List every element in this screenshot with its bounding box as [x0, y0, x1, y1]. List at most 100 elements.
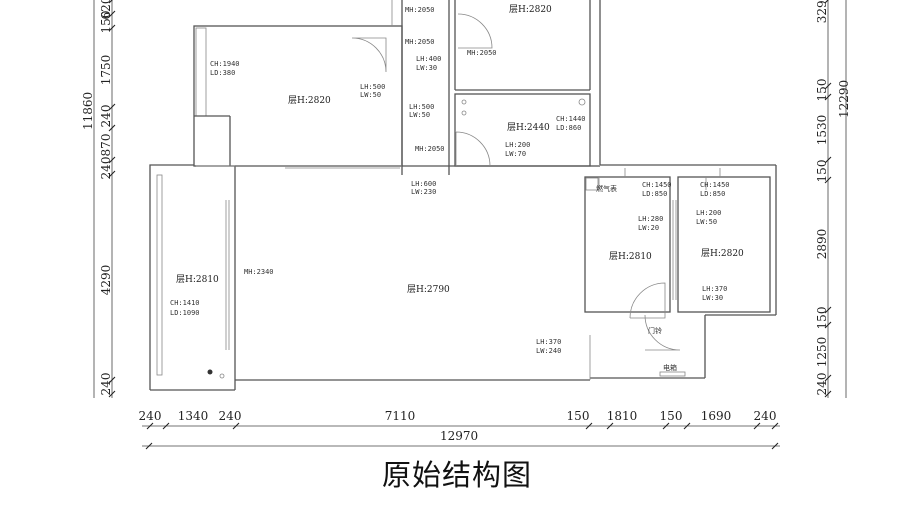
right-total: 12290 — [837, 80, 851, 118]
annotations: MH:2050 MH:2050 MH:2050 MH:2050 CH:1940 … — [170, 6, 730, 372]
left-dim-label: 620 — [99, 0, 113, 19]
note: LD:850 — [700, 190, 725, 198]
bottom-dim-label: 7110 — [385, 409, 416, 423]
dim-tick — [108, 124, 116, 132]
bottom-dim-label: 240 — [219, 409, 242, 423]
note: LH:280 — [638, 215, 663, 223]
note: LD:380 — [210, 69, 235, 77]
note: MH:2050 — [405, 38, 435, 46]
dim-tick — [662, 422, 670, 430]
note: CH:1450 — [642, 181, 672, 189]
bottom-dim-label: 1340 — [178, 409, 209, 423]
room-label: 层H:2790 — [407, 284, 450, 295]
dim-tick — [232, 422, 240, 430]
note: LH:500 — [409, 103, 434, 111]
note: LW:70 — [505, 150, 526, 158]
dim-tick — [771, 442, 779, 450]
left-dim-label: 240 — [99, 157, 113, 180]
right-dim-label: 150 — [815, 307, 829, 330]
note: LW:30 — [416, 64, 437, 72]
bottom-dim-label: 240 — [754, 409, 777, 423]
note: LW:30 — [702, 294, 723, 302]
note: LH:370 — [536, 338, 561, 346]
note: LW:50 — [360, 91, 381, 99]
dim-tick — [108, 376, 116, 384]
dim-tick — [108, 390, 116, 398]
dim-tick — [585, 422, 593, 430]
bottom-dim-label: 150 — [660, 409, 683, 423]
dim-tick — [108, 24, 116, 32]
note: CH:1410 — [170, 299, 200, 307]
dim-tick — [824, 176, 832, 184]
right-dim-label: 3290 — [815, 0, 829, 23]
room-label: 层H:2820 — [509, 4, 552, 15]
note: LD:850 — [642, 190, 667, 198]
bottom-dim-label: 1690 — [701, 409, 732, 423]
note: 电箱 — [663, 363, 677, 372]
dim-tick — [824, 321, 832, 329]
room-label: 层H:2820 — [701, 248, 744, 259]
dim-tick — [108, 10, 116, 18]
dim-tick — [824, 306, 832, 314]
note: LW:230 — [411, 188, 436, 196]
dim-tick — [145, 442, 153, 450]
right-dim-label: 1530 — [815, 115, 829, 146]
right-dim-label: 150 — [815, 160, 829, 183]
dim-tick — [146, 422, 154, 430]
note: LW:20 — [638, 224, 659, 232]
dim-tick — [683, 422, 691, 430]
left-dim-label: 1750 — [99, 55, 113, 86]
left-total: 11860 — [81, 92, 95, 130]
note: LW:50 — [696, 218, 717, 226]
dim-tick — [824, 82, 832, 90]
note: CH:1450 — [700, 181, 730, 189]
note: LW:50 — [409, 111, 430, 119]
note: LD:860 — [556, 124, 581, 132]
dim-tick — [824, 0, 829, 4]
note: 燃气表 — [596, 184, 617, 193]
note: LH:500 — [360, 83, 385, 91]
note: LH:200 — [505, 141, 530, 149]
walls — [149, 0, 777, 391]
room-label: 层H:2810 — [609, 251, 652, 262]
left-dim-label: 4290 — [99, 265, 113, 296]
note: LH:400 — [416, 55, 441, 63]
dim-tick — [108, 0, 113, 4]
right-dim-label: 240 — [815, 373, 829, 396]
room-label: 层H:2820 — [288, 95, 331, 106]
note: MH:2340 — [244, 268, 274, 276]
bottom-dim-label: 1810 — [607, 409, 638, 423]
note: MH:2050 — [467, 49, 497, 57]
note: LH:200 — [696, 209, 721, 217]
right-dim-label: 2890 — [815, 229, 829, 260]
dim-tick — [162, 422, 170, 430]
left-dim-label: 240 — [99, 373, 113, 396]
dim-tick — [824, 374, 832, 382]
room-label: 层H:2440 — [507, 122, 550, 133]
note: MH:2050 — [405, 6, 435, 14]
dim-tick — [108, 103, 116, 111]
dim-tick — [753, 422, 761, 430]
room-labels: 层H:2820 层H:2820 层H:2440 层H:2790 层H:2810 … — [176, 4, 744, 295]
dim-tick — [824, 156, 832, 164]
bottom-dim-label: 240 — [139, 409, 162, 423]
note: LD:1090 — [170, 309, 200, 317]
left-dim-label: 240 — [99, 105, 113, 128]
dim-tick — [824, 390, 832, 398]
note: LW:240 — [536, 347, 561, 355]
bottom-total: 12970 — [440, 429, 478, 443]
dim-tick — [824, 93, 832, 101]
left-dim-label: 150 — [99, 11, 113, 34]
note: LH:600 — [411, 180, 436, 188]
note: MH:2050 — [415, 145, 445, 153]
note: 门铃 — [648, 326, 662, 335]
dim-tick — [771, 422, 779, 430]
note: LH:370 — [702, 285, 727, 293]
dim-tick — [606, 422, 614, 430]
note: CH:1940 — [210, 60, 240, 68]
drawing-title: 原始结构图 — [381, 458, 532, 492]
right-dim-label: 150 — [815, 79, 829, 102]
